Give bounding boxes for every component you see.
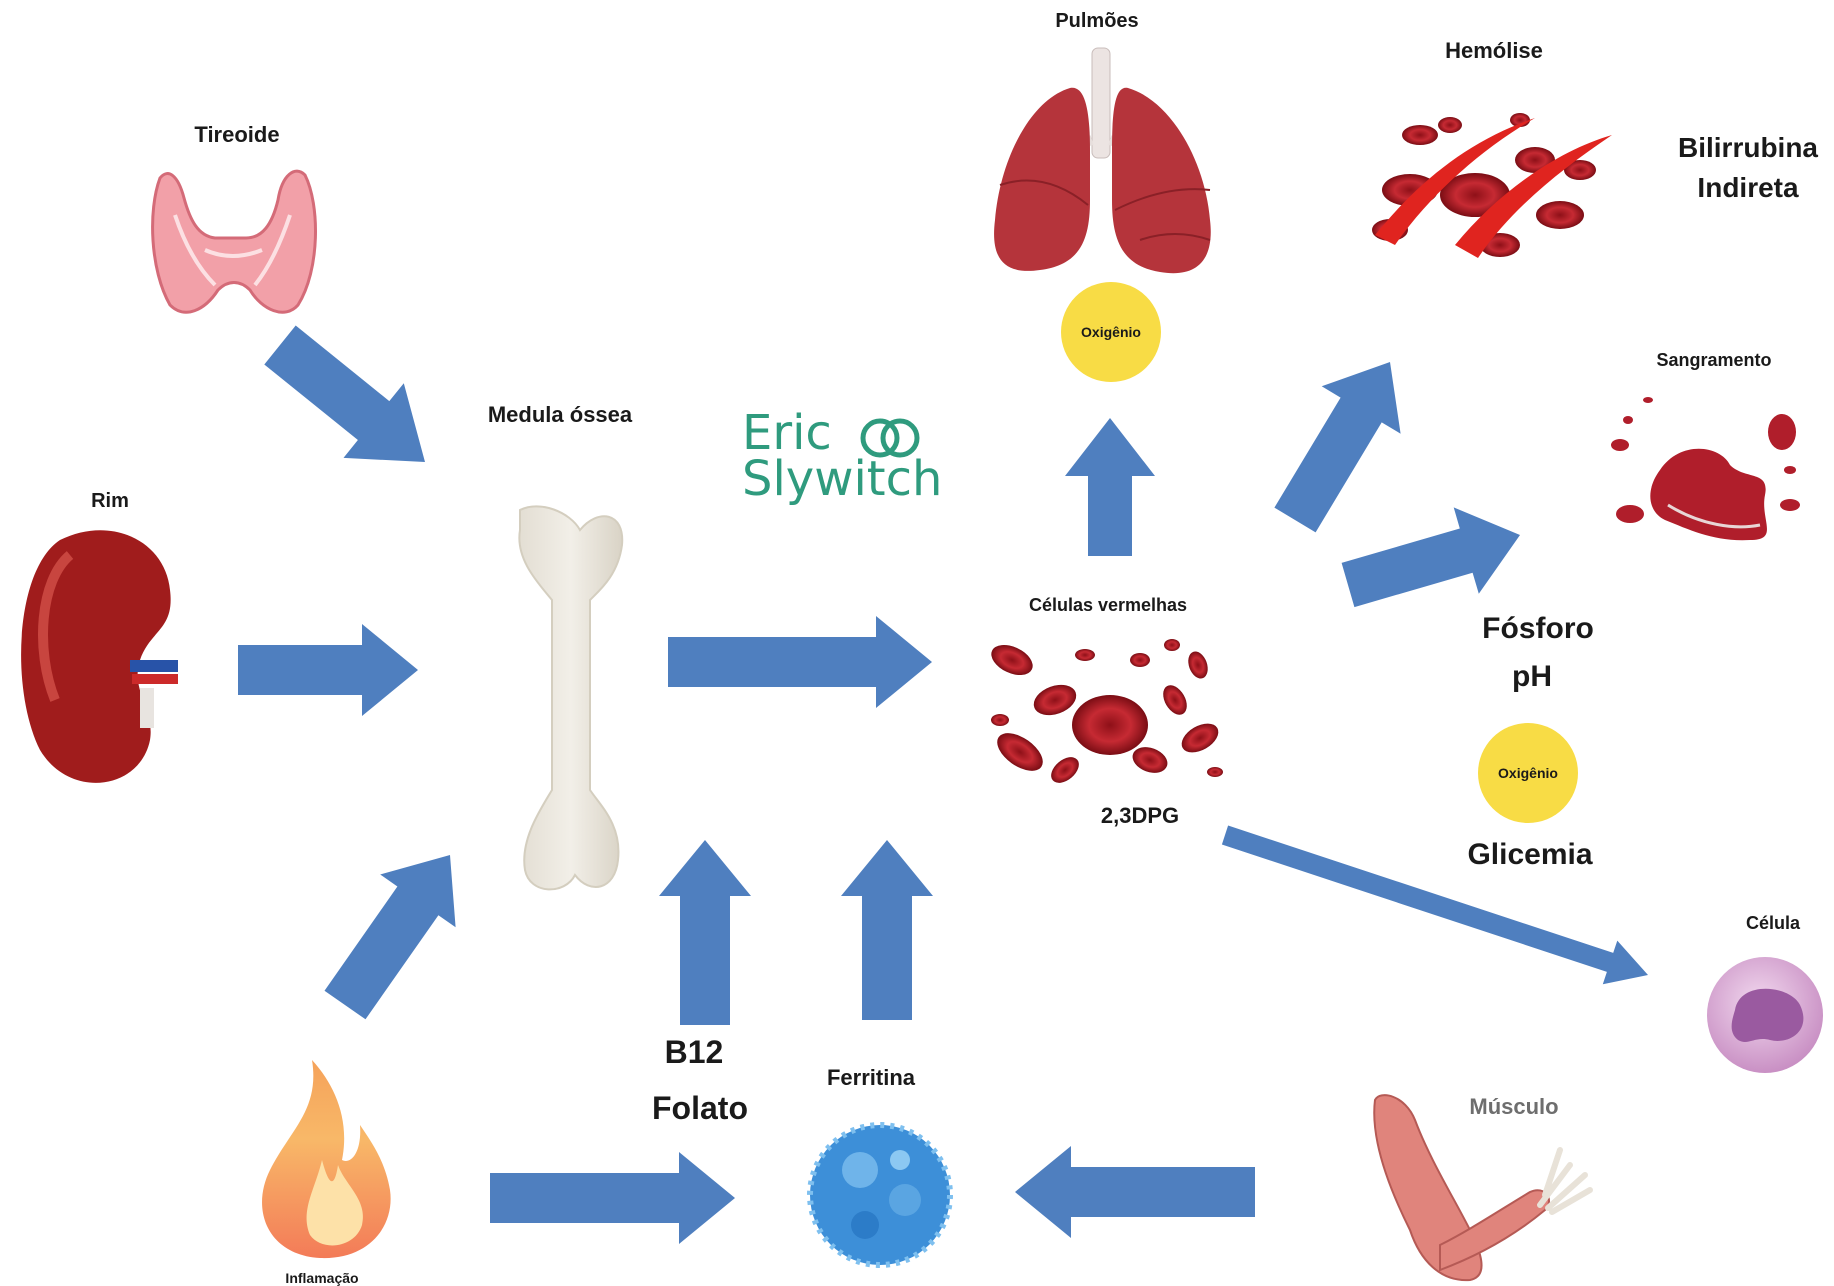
label-celulas-vermelhas: Células vermelhas <box>1029 595 1187 616</box>
flame-icon <box>262 1060 391 1258</box>
label-ph: pH <box>1512 660 1552 694</box>
arrow-inflammation-to-ferritin <box>490 1152 735 1244</box>
label-pulmoes: Pulmões <box>1055 10 1138 33</box>
label-fosforo: Fósforo <box>1482 612 1594 646</box>
arrow-kidney-to-marrow <box>238 624 418 716</box>
label-glicemia: Glicemia <box>1467 838 1592 872</box>
label-celula: Célula <box>1746 913 1800 934</box>
label-hemolise: Hemólise <box>1445 38 1543 64</box>
label-folato: Folato <box>652 1090 748 1127</box>
hemolysis-icon <box>1372 113 1612 258</box>
bone-icon <box>519 506 622 889</box>
label-inflamacao: Inflamação <box>285 1270 358 1286</box>
label-tireoide: Tireoide <box>194 122 279 148</box>
label-dpg: 2,3DPG <box>1101 803 1179 829</box>
label-rim: Rim <box>91 490 129 513</box>
ferritin-icon <box>810 1125 950 1265</box>
label-sangramento: Sangramento <box>1656 350 1771 371</box>
muscle-arm-icon <box>1374 1095 1590 1280</box>
arrows-layer <box>238 326 1648 1245</box>
red-blood-cells-icon <box>987 639 1224 788</box>
label-b12: B12 <box>665 1034 724 1071</box>
label-musculo: Músculo <box>1469 1094 1558 1120</box>
label-medula: Medula óssea <box>488 402 632 428</box>
thyroid-icon <box>153 171 316 312</box>
logo-line-1: Eric <box>742 410 942 456</box>
label-bilirrubina-2: Indireta <box>1697 172 1798 204</box>
arrow-rbc-to-bleeding <box>1342 507 1520 607</box>
oxygen-badge-top-label: Oxigênio <box>1081 324 1141 340</box>
lungs-icon <box>994 48 1211 273</box>
arrow-muscle-to-ferritin <box>1015 1146 1255 1238</box>
kidney-icon <box>21 530 178 783</box>
bleeding-icon <box>1611 397 1800 540</box>
arrow-rbc-to-hemolysis <box>1274 362 1400 532</box>
label-bilirrubina-1: Bilirrubina <box>1678 132 1818 164</box>
arrow-thyroid-to-marrow <box>264 326 425 463</box>
arrow-ferritin-to-marrow <box>841 840 933 1020</box>
arrow-marrow-to-rbc <box>668 616 932 708</box>
logo-text: Eric Slywitch <box>742 410 942 502</box>
arrow-rbc-to-lungs <box>1065 418 1155 556</box>
arrow-b12-to-marrow <box>659 840 751 1025</box>
oxygen-badge-right-label: Oxigênio <box>1498 765 1558 781</box>
cell-icon <box>1707 957 1823 1073</box>
arrow-inflammation-to-marrow <box>325 855 456 1019</box>
label-ferritina: Ferritina <box>827 1065 915 1091</box>
logo-line-2: Slywitch <box>742 456 942 502</box>
